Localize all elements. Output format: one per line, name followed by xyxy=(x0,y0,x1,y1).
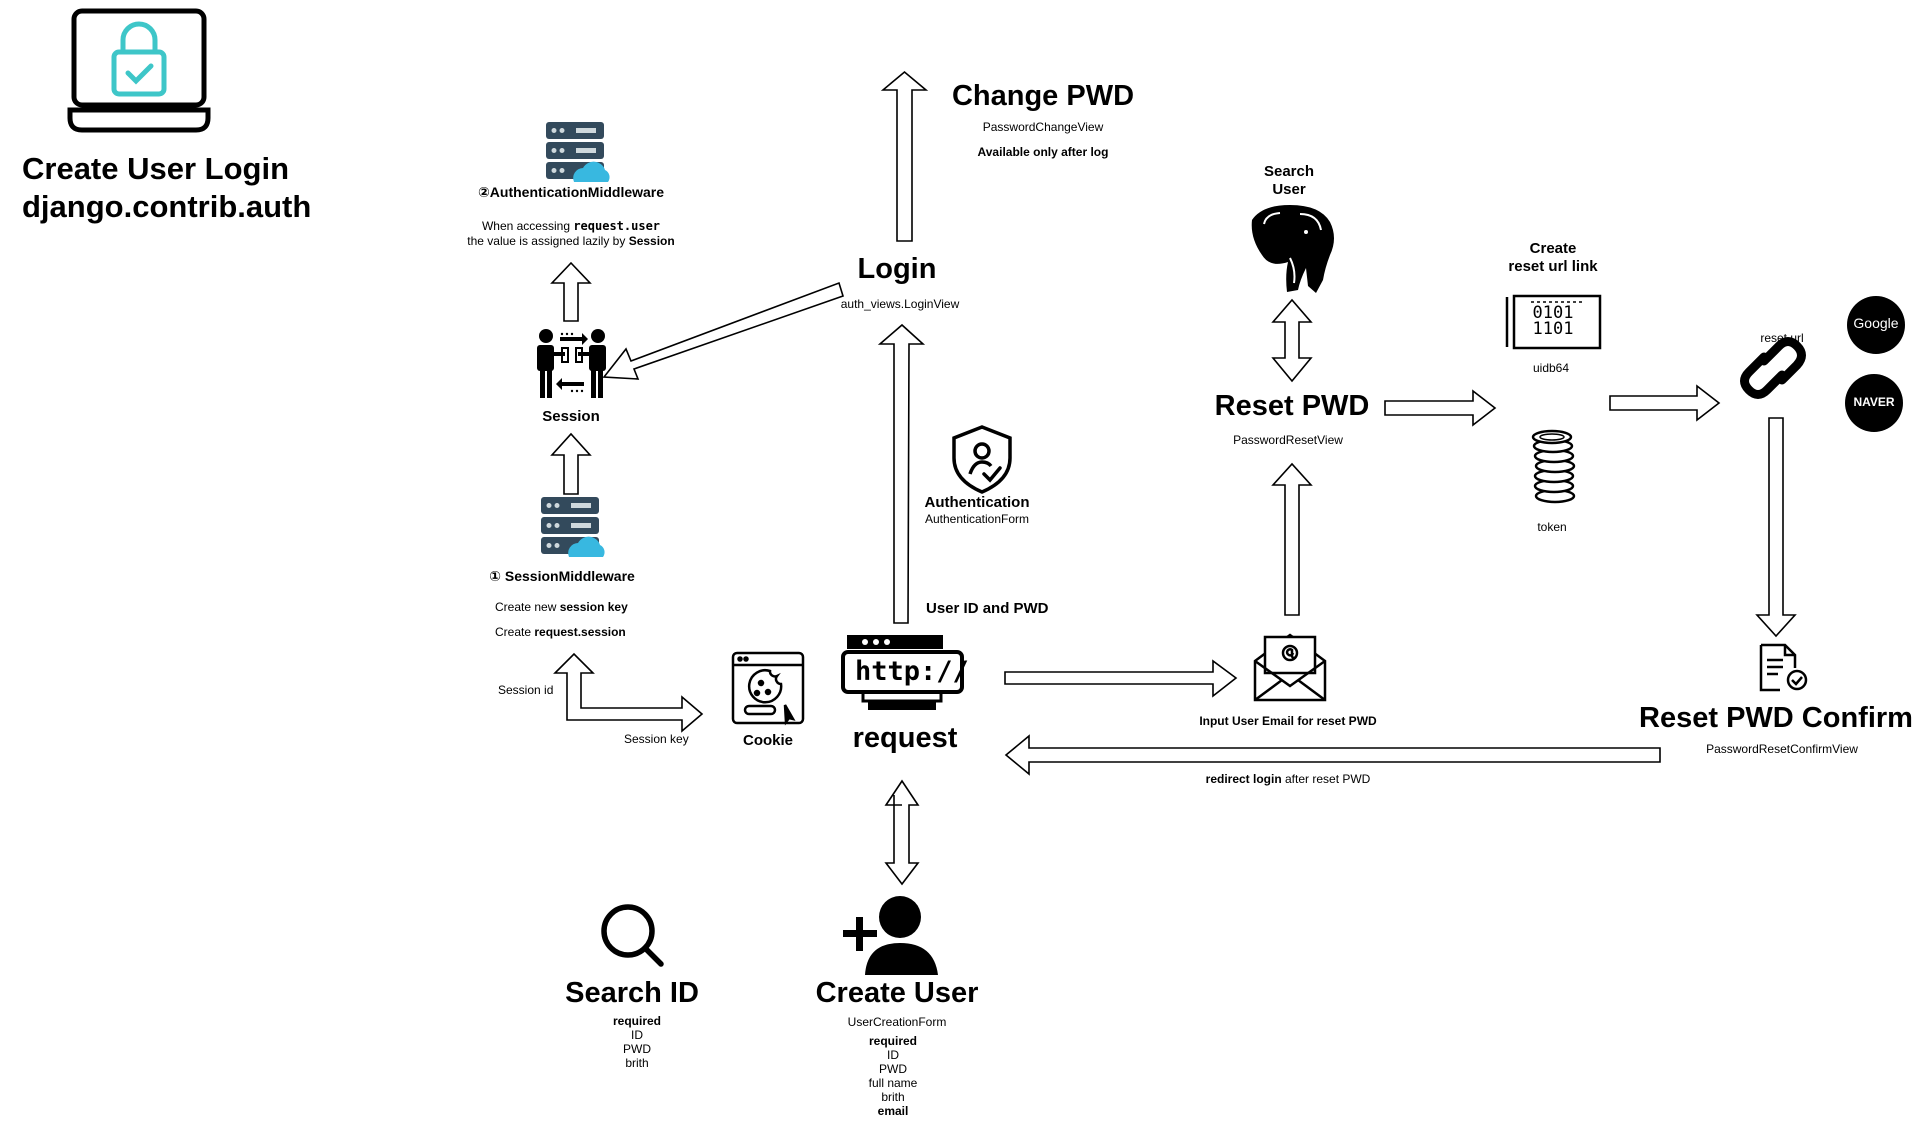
reset-confirm-title: Reset PWD Confirm xyxy=(1639,702,1913,734)
naver-logo-icon xyxy=(1845,374,1903,432)
search-id-title: Search ID xyxy=(565,977,699,1009)
cookie-label: Cookie xyxy=(742,732,794,749)
uidb64-binary-icon xyxy=(1505,294,1602,350)
arrow-email-to-reset xyxy=(1271,462,1313,616)
email-envelope-icon xyxy=(1253,633,1327,702)
session-middleware-line2: Create request.session xyxy=(495,625,626,639)
arrow-sm-to-session xyxy=(550,432,592,495)
arrow-session-to-auth xyxy=(550,261,592,322)
token-label: token xyxy=(1537,520,1567,534)
arrow-reset-to-link xyxy=(1384,389,1497,427)
shield-user-icon xyxy=(952,425,1012,494)
session-middleware-label: ① SessionMiddleware xyxy=(489,568,635,584)
reset-pwd-title: Reset PWD xyxy=(1214,390,1370,422)
change-pwd-title: Change PWD xyxy=(951,80,1135,112)
main-title: Create User Login django.contrib.auth xyxy=(22,150,311,226)
change-pwd-view: PasswordChangeView xyxy=(982,120,1104,134)
login-view: auth_views.LoginView xyxy=(840,297,960,311)
create-user-title: Create User xyxy=(815,977,979,1009)
arrow-session-id-key xyxy=(553,652,704,733)
naver-logo-text: NAVER xyxy=(1853,395,1895,409)
session-middleware-line1: Create new session key xyxy=(495,600,628,614)
reset-url-label: reset url xyxy=(1760,331,1804,345)
http-request-icon xyxy=(841,635,964,710)
redirect-label: redirect login after reset PWD xyxy=(1205,772,1371,786)
login-title: Login xyxy=(857,253,937,285)
title-line1: Create User Login xyxy=(22,151,290,186)
arrow-confirm-to-request xyxy=(1004,734,1661,776)
uidb64-label: uidb64 xyxy=(1532,361,1570,375)
google-logo-text: Google xyxy=(1853,315,1899,331)
arrow-request-create-user xyxy=(884,779,920,886)
arrow-reset-search-user xyxy=(1271,298,1313,383)
title-line2: django.contrib.auth xyxy=(22,189,312,224)
laptop-lock-icon xyxy=(67,8,211,133)
arrow-request-to-login xyxy=(877,323,926,624)
arrow-request-to-email xyxy=(1004,659,1238,698)
reset-url-link-icon xyxy=(1740,337,1806,399)
arrow-reseturl-to-confirm xyxy=(1755,417,1797,638)
session-key-label: Session key xyxy=(624,732,689,746)
change-pwd-note: Available only after log xyxy=(977,145,1109,159)
reset-confirm-view: PasswordResetConfirmView xyxy=(1706,742,1858,756)
server-auth-icon xyxy=(546,122,610,182)
postgres-elephant-icon xyxy=(1251,205,1334,293)
input-email-label: Input User Email for reset PWD xyxy=(1199,714,1377,728)
token-coins-icon xyxy=(1531,429,1576,504)
arrow-link-to-reseturl xyxy=(1609,384,1721,422)
create-user-form: UserCreationForm xyxy=(847,1015,947,1029)
session-people-icon xyxy=(537,329,606,398)
add-user-icon xyxy=(843,896,938,975)
arrow-login-to-change-pwd xyxy=(880,70,929,242)
auth-middleware-label: ②AuthenticationMiddleware xyxy=(477,184,665,200)
create-user-fields: required ID PWD full name brith email xyxy=(868,1034,918,1118)
google-logo-icon xyxy=(1847,296,1905,354)
auth-middleware-desc: When accessing request.user the value is… xyxy=(467,219,675,248)
document-check-icon xyxy=(1759,643,1808,692)
cookie-icon xyxy=(731,651,805,726)
authentication-form: AuthenticationForm xyxy=(924,512,1030,526)
search-id-fields: required ID PWD brith xyxy=(612,1014,662,1070)
reset-pwd-view: PasswordResetView xyxy=(1233,433,1343,447)
authentication-label: Authentication xyxy=(924,494,1030,511)
server-session-icon xyxy=(541,497,605,557)
http-text: http:// xyxy=(855,656,969,687)
search-magnifier-icon xyxy=(601,904,664,967)
session-label: Session xyxy=(542,408,600,425)
user-id-pwd-label: User ID and PWD xyxy=(926,600,1049,617)
session-id-label: Session id xyxy=(498,683,554,697)
arrow-login-to-session xyxy=(602,281,844,380)
request-label: request xyxy=(852,722,958,754)
